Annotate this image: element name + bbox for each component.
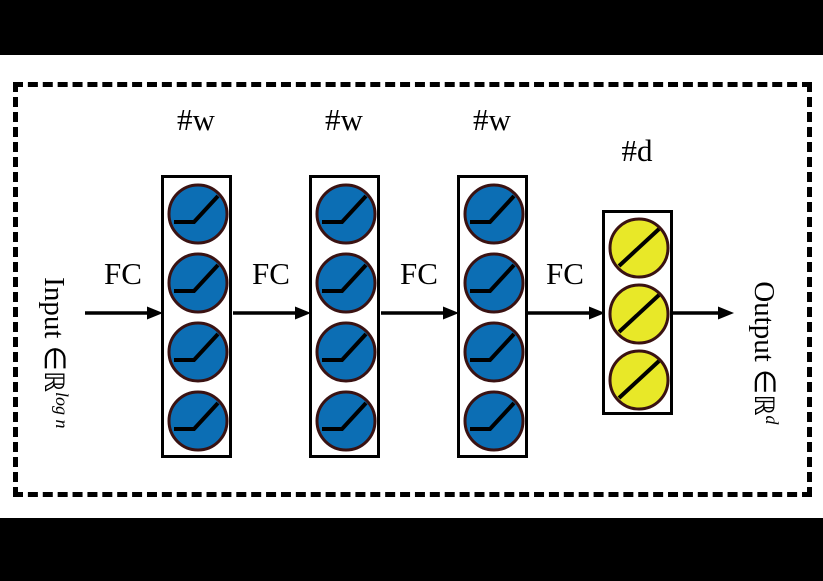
arrow-input-to-hidden-1 (85, 303, 163, 323)
arrow-hidden-3-to-output (527, 303, 605, 323)
layer-count-label-hidden-1: #w (177, 102, 215, 137)
input-label-text: Input (38, 277, 71, 346)
fc-label-2: FC (252, 256, 290, 291)
input-label-space: ℝ (38, 370, 70, 393)
layer-count-label-hidden-2: #w (325, 102, 363, 137)
network-boundary-dashed-rect (13, 82, 812, 497)
neuron-linear (607, 282, 671, 346)
input-label: Input ∈ℝlog n (38, 238, 72, 468)
output-label-text: Output (748, 281, 781, 370)
top-letterbox-bar (0, 0, 823, 55)
neuron-relu (314, 320, 378, 384)
bottom-letterbox-bar (0, 518, 823, 581)
neuron-relu (166, 251, 230, 315)
neuron-linear (607, 348, 671, 412)
neuron-relu (462, 251, 526, 315)
arrow-hidden-1-to-hidden-2 (233, 303, 311, 323)
neuron-relu (462, 389, 526, 453)
layer-count-label-output: #d (621, 133, 653, 168)
layer-box-output (602, 210, 673, 415)
layer-box-hidden-2 (309, 175, 380, 458)
fc-label-4: FC (546, 256, 584, 291)
neuron-relu (314, 182, 378, 246)
neuron-relu (462, 182, 526, 246)
input-label-exponent: log n (51, 392, 72, 429)
fc-label-3: FC (400, 256, 438, 291)
layer-box-hidden-3 (457, 175, 528, 458)
fc-label-1: FC (104, 256, 142, 291)
neuron-relu (166, 389, 230, 453)
neuron-linear (607, 216, 671, 280)
input-label-member: ∈ (38, 345, 71, 371)
neuron-relu (314, 251, 378, 315)
neuron-relu (462, 320, 526, 384)
arrow-output-to-outside (672, 303, 734, 323)
output-label-exponent: d (761, 415, 782, 425)
output-label-space: ℝ (748, 394, 780, 416)
layer-count-label-hidden-3: #w (473, 102, 511, 137)
neuron-relu (314, 389, 378, 453)
arrow-hidden-2-to-hidden-3 (381, 303, 459, 323)
layer-box-hidden-1 (161, 175, 232, 458)
diagram-canvas: #w #w #w #d Input ∈ℝlog n Output ∈ℝd FC … (0, 55, 823, 518)
neuron-relu (166, 320, 230, 384)
output-label-member: ∈ (748, 369, 781, 395)
neuron-relu (166, 182, 230, 246)
output-label: Output ∈ℝd (748, 238, 782, 468)
